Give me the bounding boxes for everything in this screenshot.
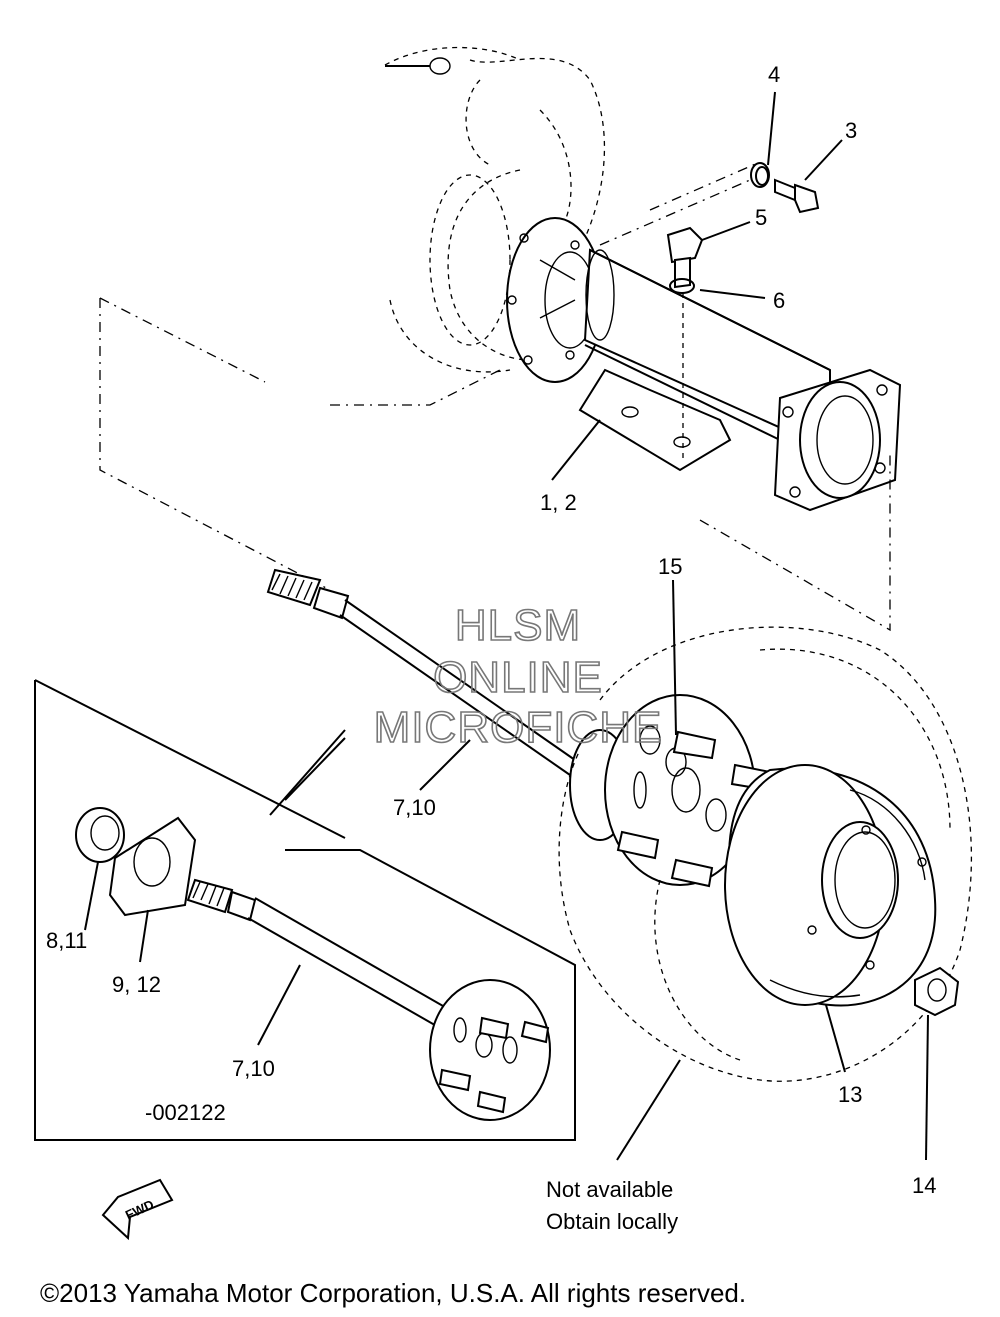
note-obtain-locally: Obtain locally	[546, 1209, 678, 1234]
wheel-studs-part-15	[616, 730, 772, 888]
callout-7-10-top: 7,10	[393, 795, 436, 820]
copyright-notice: ©2013 Yamaha Motor Corporation, U.S.A. A…	[40, 1278, 746, 1308]
note-not-available: Not available	[546, 1177, 673, 1202]
axle-shaft-inset	[186, 878, 551, 1121]
nut-part-14	[914, 966, 960, 1017]
callout-7-10-inset: 7,10	[232, 1056, 275, 1081]
callout-15: 15	[658, 554, 682, 579]
inset-serial: -002122	[145, 1100, 226, 1125]
callout-1-2: 1, 2	[540, 490, 577, 515]
callout-5: 5	[755, 205, 767, 230]
watermark-line-3: MICROFICHE	[374, 703, 663, 752]
callout-14: 14	[912, 1173, 936, 1198]
callout-9-12: 9, 12	[112, 972, 161, 997]
callout-8-11: 8,11	[46, 928, 87, 953]
fwd-arrow-icon: FWD	[101, 1178, 174, 1241]
gasket-part-9-12	[108, 816, 197, 917]
assembly-line-b	[99, 298, 331, 591]
callout-13: 13	[838, 1082, 862, 1107]
bolt-part-5	[666, 226, 704, 289]
oil-seal-part-8-11	[75, 807, 125, 863]
assembly-line-d	[699, 455, 891, 632]
assembly-line-a	[99, 297, 266, 383]
assembly-line-c	[649, 161, 761, 211]
callout-3: 3	[845, 118, 857, 143]
tire-outline	[558, 626, 973, 1082]
watermark: HLSM ONLINE MICROFICHE	[373, 600, 663, 753]
washer-part-6	[669, 278, 695, 294]
callout-4: 4	[768, 62, 780, 87]
leader-lines	[84, 91, 929, 1161]
watermark-line-1: HLSM	[455, 601, 581, 650]
brake-drum-part-13	[724, 764, 937, 1007]
watermark-line-2: ONLINE	[433, 653, 603, 702]
washer-part-4	[755, 166, 769, 186]
inset-box	[34, 679, 576, 1141]
axle-shaft-upper	[266, 568, 576, 776]
axle-housing	[506, 217, 902, 512]
callout-6: 6	[773, 288, 785, 313]
assembly-line-e	[599, 179, 751, 246]
